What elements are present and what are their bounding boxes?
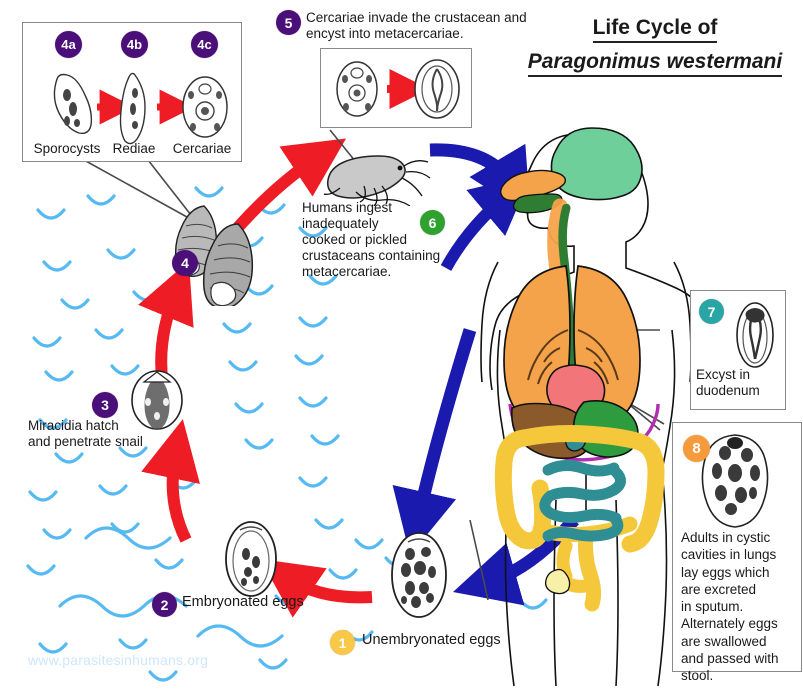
badge-7: 7	[699, 299, 724, 324]
watermark: www.parasitesinhumans.org	[28, 652, 209, 668]
step8-line-8: and passed with	[681, 650, 779, 666]
step7-text: Excyst in duodenum	[696, 367, 786, 399]
step8-line-9: stool.	[681, 668, 714, 684]
crustacean-figure	[323, 155, 431, 206]
badge-8-label: 8	[692, 440, 701, 457]
badge-4a: 4a	[55, 31, 82, 58]
step8-text: Adults in cystic cavities in lungs lay e…	[681, 529, 801, 684]
mouth-organ	[512, 193, 563, 214]
step8-line-5: in sputum.	[681, 599, 744, 615]
badge-4-label: 4	[181, 255, 189, 271]
step2-label: Embryonated eggs	[182, 594, 304, 610]
step8-line-6: Alternately eggs	[681, 616, 778, 632]
step6-line-1: Humans ingest	[302, 200, 393, 215]
step7-line-2: duodenum	[696, 382, 760, 398]
step3-line-1: Miracidia hatch	[28, 418, 119, 433]
label-rediae: Rediae	[112, 141, 156, 156]
step1-label: Unembryonated eggs	[362, 632, 501, 648]
badge-8: 8	[683, 435, 710, 462]
step6-line-3: cooked or pickled	[302, 231, 408, 247]
larval-stages-box: 4a 4b 4c Sporocysts Rediae Cercariae	[22, 22, 242, 162]
embryonated-egg-figure	[225, 521, 277, 597]
unembryonated-egg-figure	[391, 532, 447, 618]
badge-4: 4	[172, 250, 198, 276]
badge-7-label: 7	[707, 303, 716, 320]
badge-4a-label: 4a	[61, 37, 76, 52]
title-line-1: Life Cycle of	[592, 16, 718, 43]
step8-line-2: cavities in lungs	[681, 547, 777, 563]
step8-line-4: are excreted	[681, 581, 757, 597]
title-line-2: Paragonimus westermani	[527, 50, 783, 77]
step5-text: Cercariae invade the crustacean and ency…	[306, 10, 527, 41]
step8-box: 8 Adults in cystic cavities in lungs lay…	[672, 422, 802, 683]
label-sporocysts: Sporocysts	[33, 141, 101, 156]
step3-text: Miracidia hatch and penetrate snail	[28, 418, 208, 450]
step6-line-2: inadequately	[302, 215, 379, 231]
step8-line-3: lay eggs which	[681, 564, 770, 580]
metacercaria-excyst-specimen	[736, 302, 774, 368]
small-intestine-organ	[539, 459, 626, 542]
brain-organ	[550, 127, 643, 201]
badge-5: 5	[276, 10, 301, 35]
step7-box: 7 Excyst in duodenum	[690, 290, 786, 410]
step7-line-1: Excyst in	[696, 367, 751, 382]
badge-4c-label: 4c	[197, 37, 212, 52]
adult-fluke-specimen	[701, 434, 769, 528]
badge-5-label: 5	[284, 14, 293, 31]
badge-2: 2	[152, 592, 177, 617]
badge-1: 1	[330, 630, 355, 655]
badge-4c: 4c	[191, 31, 218, 58]
badge-4b-label: 4b	[126, 37, 143, 52]
snail-large	[202, 223, 254, 306]
bladder-organ	[544, 568, 571, 595]
larval-specimens	[53, 72, 228, 145]
badge-6: 6	[420, 210, 445, 235]
badge-3: 3	[92, 392, 118, 418]
step6-text: Humans ingest inadequately cooked or pic…	[302, 200, 462, 280]
step3-line-2: and penetrate snail	[28, 433, 143, 449]
label-cercariae: Cercariae	[172, 141, 232, 156]
step5-box	[320, 48, 472, 128]
metacercariae-specimens	[336, 59, 460, 119]
miracidium-figure	[131, 370, 183, 430]
step8-line-1: Adults in cystic	[681, 530, 771, 545]
badge-3-label: 3	[101, 397, 109, 413]
step6-line-4: crustaceans containing	[302, 247, 441, 263]
badge-1-label: 1	[338, 634, 347, 651]
page-title: Life Cycle of Paragonimus westermani	[510, 16, 800, 77]
step6-line-5: metacercariae.	[302, 263, 392, 279]
badge-4b: 4b	[121, 31, 148, 58]
badge-2-label: 2	[160, 596, 169, 613]
step8-line-7: are swallowed	[681, 633, 767, 649]
badge-6-label: 6	[428, 214, 437, 231]
